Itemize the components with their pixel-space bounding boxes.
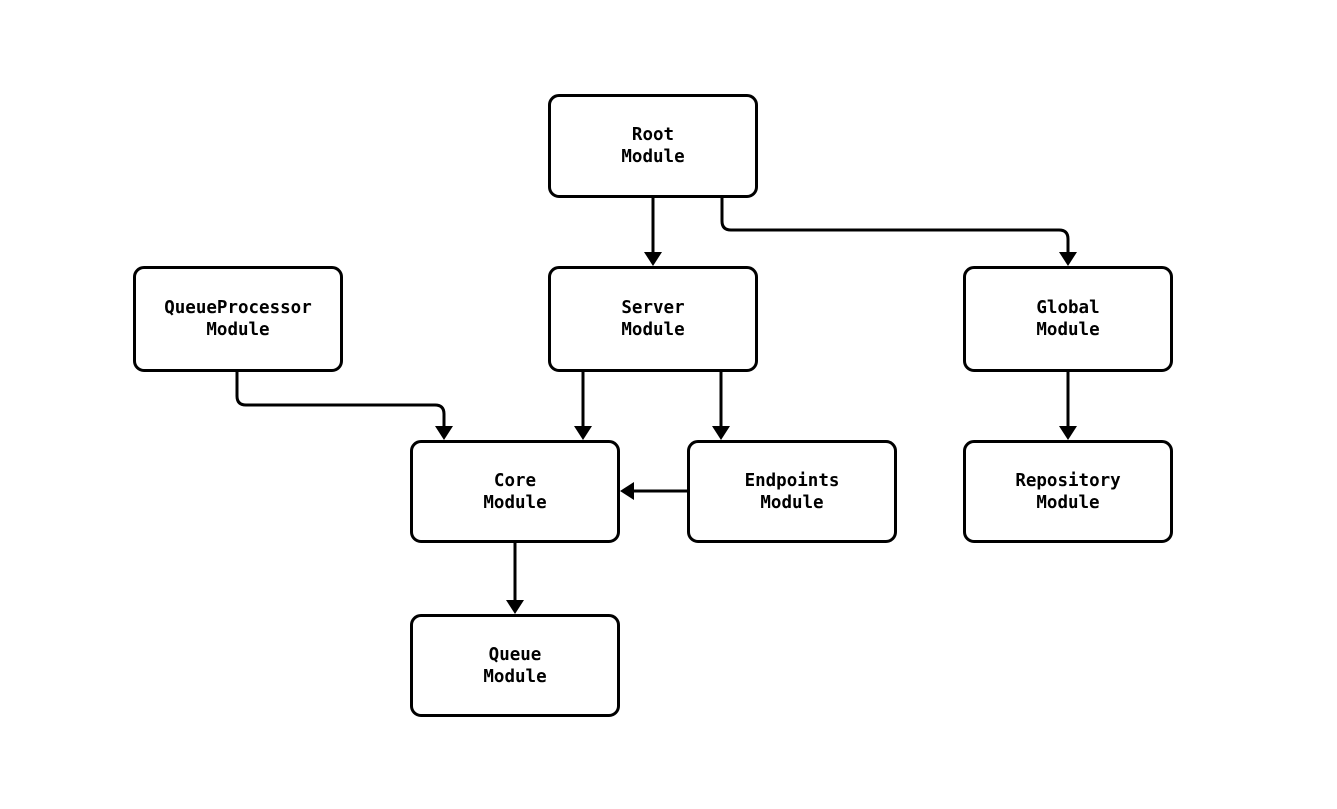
node-queueprocessor-module[interactable]: QueueProcessor Module	[133, 266, 343, 372]
node-repository-module-label: Repository Module	[1015, 470, 1121, 513]
node-core-module-label: Core Module	[483, 470, 547, 513]
node-root-module-label: Root Module	[621, 125, 685, 167]
node-queue-module-label: Queue Module	[483, 644, 547, 687]
edge-queueprocessor-core	[235, 372, 446, 432]
node-repository-module[interactable]: Repository Module	[963, 440, 1173, 543]
node-core-module[interactable]: Core Module	[410, 440, 620, 543]
node-server-module[interactable]: Server Module	[548, 266, 758, 372]
node-queueprocessor-module-label: QueueProcessor Module	[164, 298, 312, 340]
node-global-module[interactable]: Global Module	[963, 266, 1173, 372]
arrowhead-core-queue	[506, 600, 524, 614]
node-global-module-label: Global Module	[1036, 298, 1100, 340]
node-server-module-label: Server Module	[621, 298, 685, 340]
node-queue-module[interactable]: Queue Module	[410, 614, 620, 717]
arrowhead-global-repository	[1059, 426, 1077, 440]
node-endpoints-module-label: Endpoints Module	[744, 470, 840, 513]
arrowhead-root-server	[644, 252, 662, 266]
arrowhead-server-core	[574, 426, 592, 440]
arrowhead-root-global	[1059, 252, 1077, 266]
arrowhead-endpoints-core	[620, 482, 634, 500]
edge-root-global	[720, 198, 1070, 258]
node-root-module[interactable]: Root Module	[548, 94, 758, 198]
arrowhead-server-endpoints	[712, 426, 730, 440]
node-endpoints-module[interactable]: Endpoints Module	[687, 440, 897, 543]
arrowhead-queueprocessor-core	[435, 426, 453, 440]
